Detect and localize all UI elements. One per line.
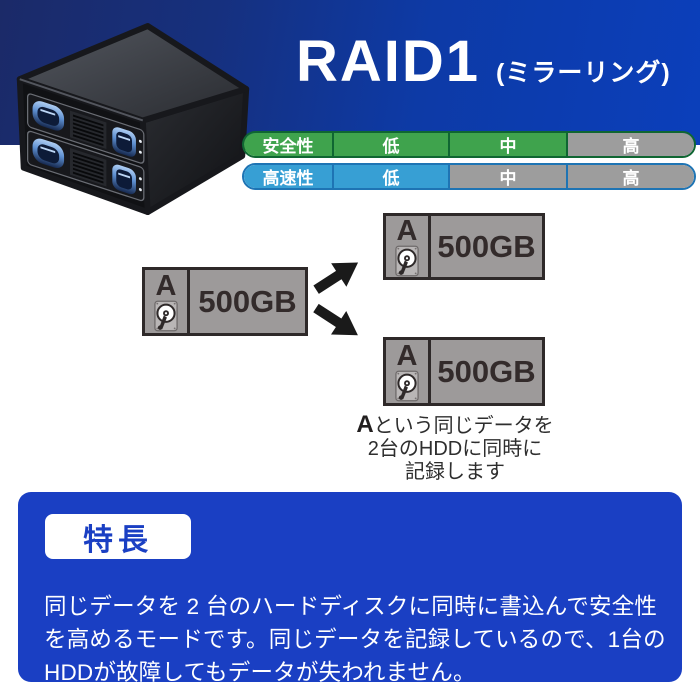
hdd-enclosure-illustration bbox=[16, 23, 250, 216]
mirror-drive-2-letter: A bbox=[396, 340, 418, 373]
hdd-platter-icon bbox=[395, 245, 419, 276]
block-arrow-icon-down bbox=[308, 296, 366, 348]
feature-description: 同じデータを 2 台のハードディスクに同時に書込んで安全性 を高めるモードです。… bbox=[44, 590, 666, 689]
page-title: RAID1 bbox=[296, 29, 481, 94]
safety-label: 安全性 bbox=[244, 133, 332, 156]
title-row: RAID1 (ミラーリング) bbox=[296, 30, 671, 94]
source-drive-label-cell: A bbox=[145, 270, 190, 333]
source-drive-capacity: 500GB bbox=[198, 283, 297, 319]
feature-text-line-1: 同じデータを 2 台のハードディスクに同時に書込んで安全性 bbox=[44, 594, 658, 619]
mirror-drive-1-label-cell: A bbox=[386, 216, 431, 277]
safety-level-high: 高 bbox=[566, 133, 694, 156]
mirror-drive-1-letter: A bbox=[396, 215, 418, 248]
hdd-platter-icon bbox=[154, 300, 178, 331]
feature-box: 特長 同じデータを 2 台のハードディスクに同時に書込んで安全性 を高めるモード… bbox=[18, 492, 682, 685]
mirror-caption-line-1-text: という同じデータを bbox=[373, 415, 554, 437]
mirror-caption-letter: A bbox=[356, 411, 374, 438]
block-arrow-icon-up bbox=[308, 250, 366, 302]
hdd-platter-icon bbox=[395, 370, 419, 401]
mirror-caption-line-1: Aという同じデータを bbox=[346, 413, 564, 438]
page-subtitle: (ミラーリング) bbox=[496, 59, 671, 87]
mirror-drive-2-capacity: 500GB bbox=[437, 353, 536, 389]
feature-text-line-3: HDDが故障してもデータが失われません。 bbox=[44, 660, 476, 685]
safety-level-low: 低 bbox=[332, 133, 448, 156]
mirror-caption-line-3: 記録します bbox=[405, 461, 505, 483]
mirror-drive-1-capacity: 500GB bbox=[437, 228, 536, 264]
mirror-drive-2-label-cell: A bbox=[386, 340, 431, 403]
mirror-drive-box-1: A 500GB bbox=[383, 213, 545, 280]
speed-label: 高速性 bbox=[244, 165, 332, 188]
safety-rating-bar: 安全性 低 中 高 bbox=[242, 131, 696, 158]
speed-level-high: 高 bbox=[566, 165, 694, 188]
speed-level-mid: 中 bbox=[448, 165, 566, 188]
safety-level-mid: 中 bbox=[448, 133, 566, 156]
source-drive-box: A 500GB bbox=[142, 267, 308, 336]
mirror-drive-box-2: A 500GB bbox=[383, 337, 545, 406]
speed-level-low: 低 bbox=[332, 165, 448, 188]
feature-badge: 特長 bbox=[45, 514, 191, 559]
source-drive-letter: A bbox=[155, 270, 177, 303]
feature-text-line-2: を高めるモードです。同じデータを記録しているので、1台の bbox=[44, 627, 666, 652]
mirror-caption: Aという同じデータを 2台のHDDに同時に 記録します bbox=[346, 413, 564, 484]
mirror-caption-line-2: 2台のHDDに同時に bbox=[367, 438, 543, 460]
speed-rating-bar: 高速性 低 中 高 bbox=[242, 163, 696, 190]
mirroring-arrows bbox=[308, 250, 366, 348]
